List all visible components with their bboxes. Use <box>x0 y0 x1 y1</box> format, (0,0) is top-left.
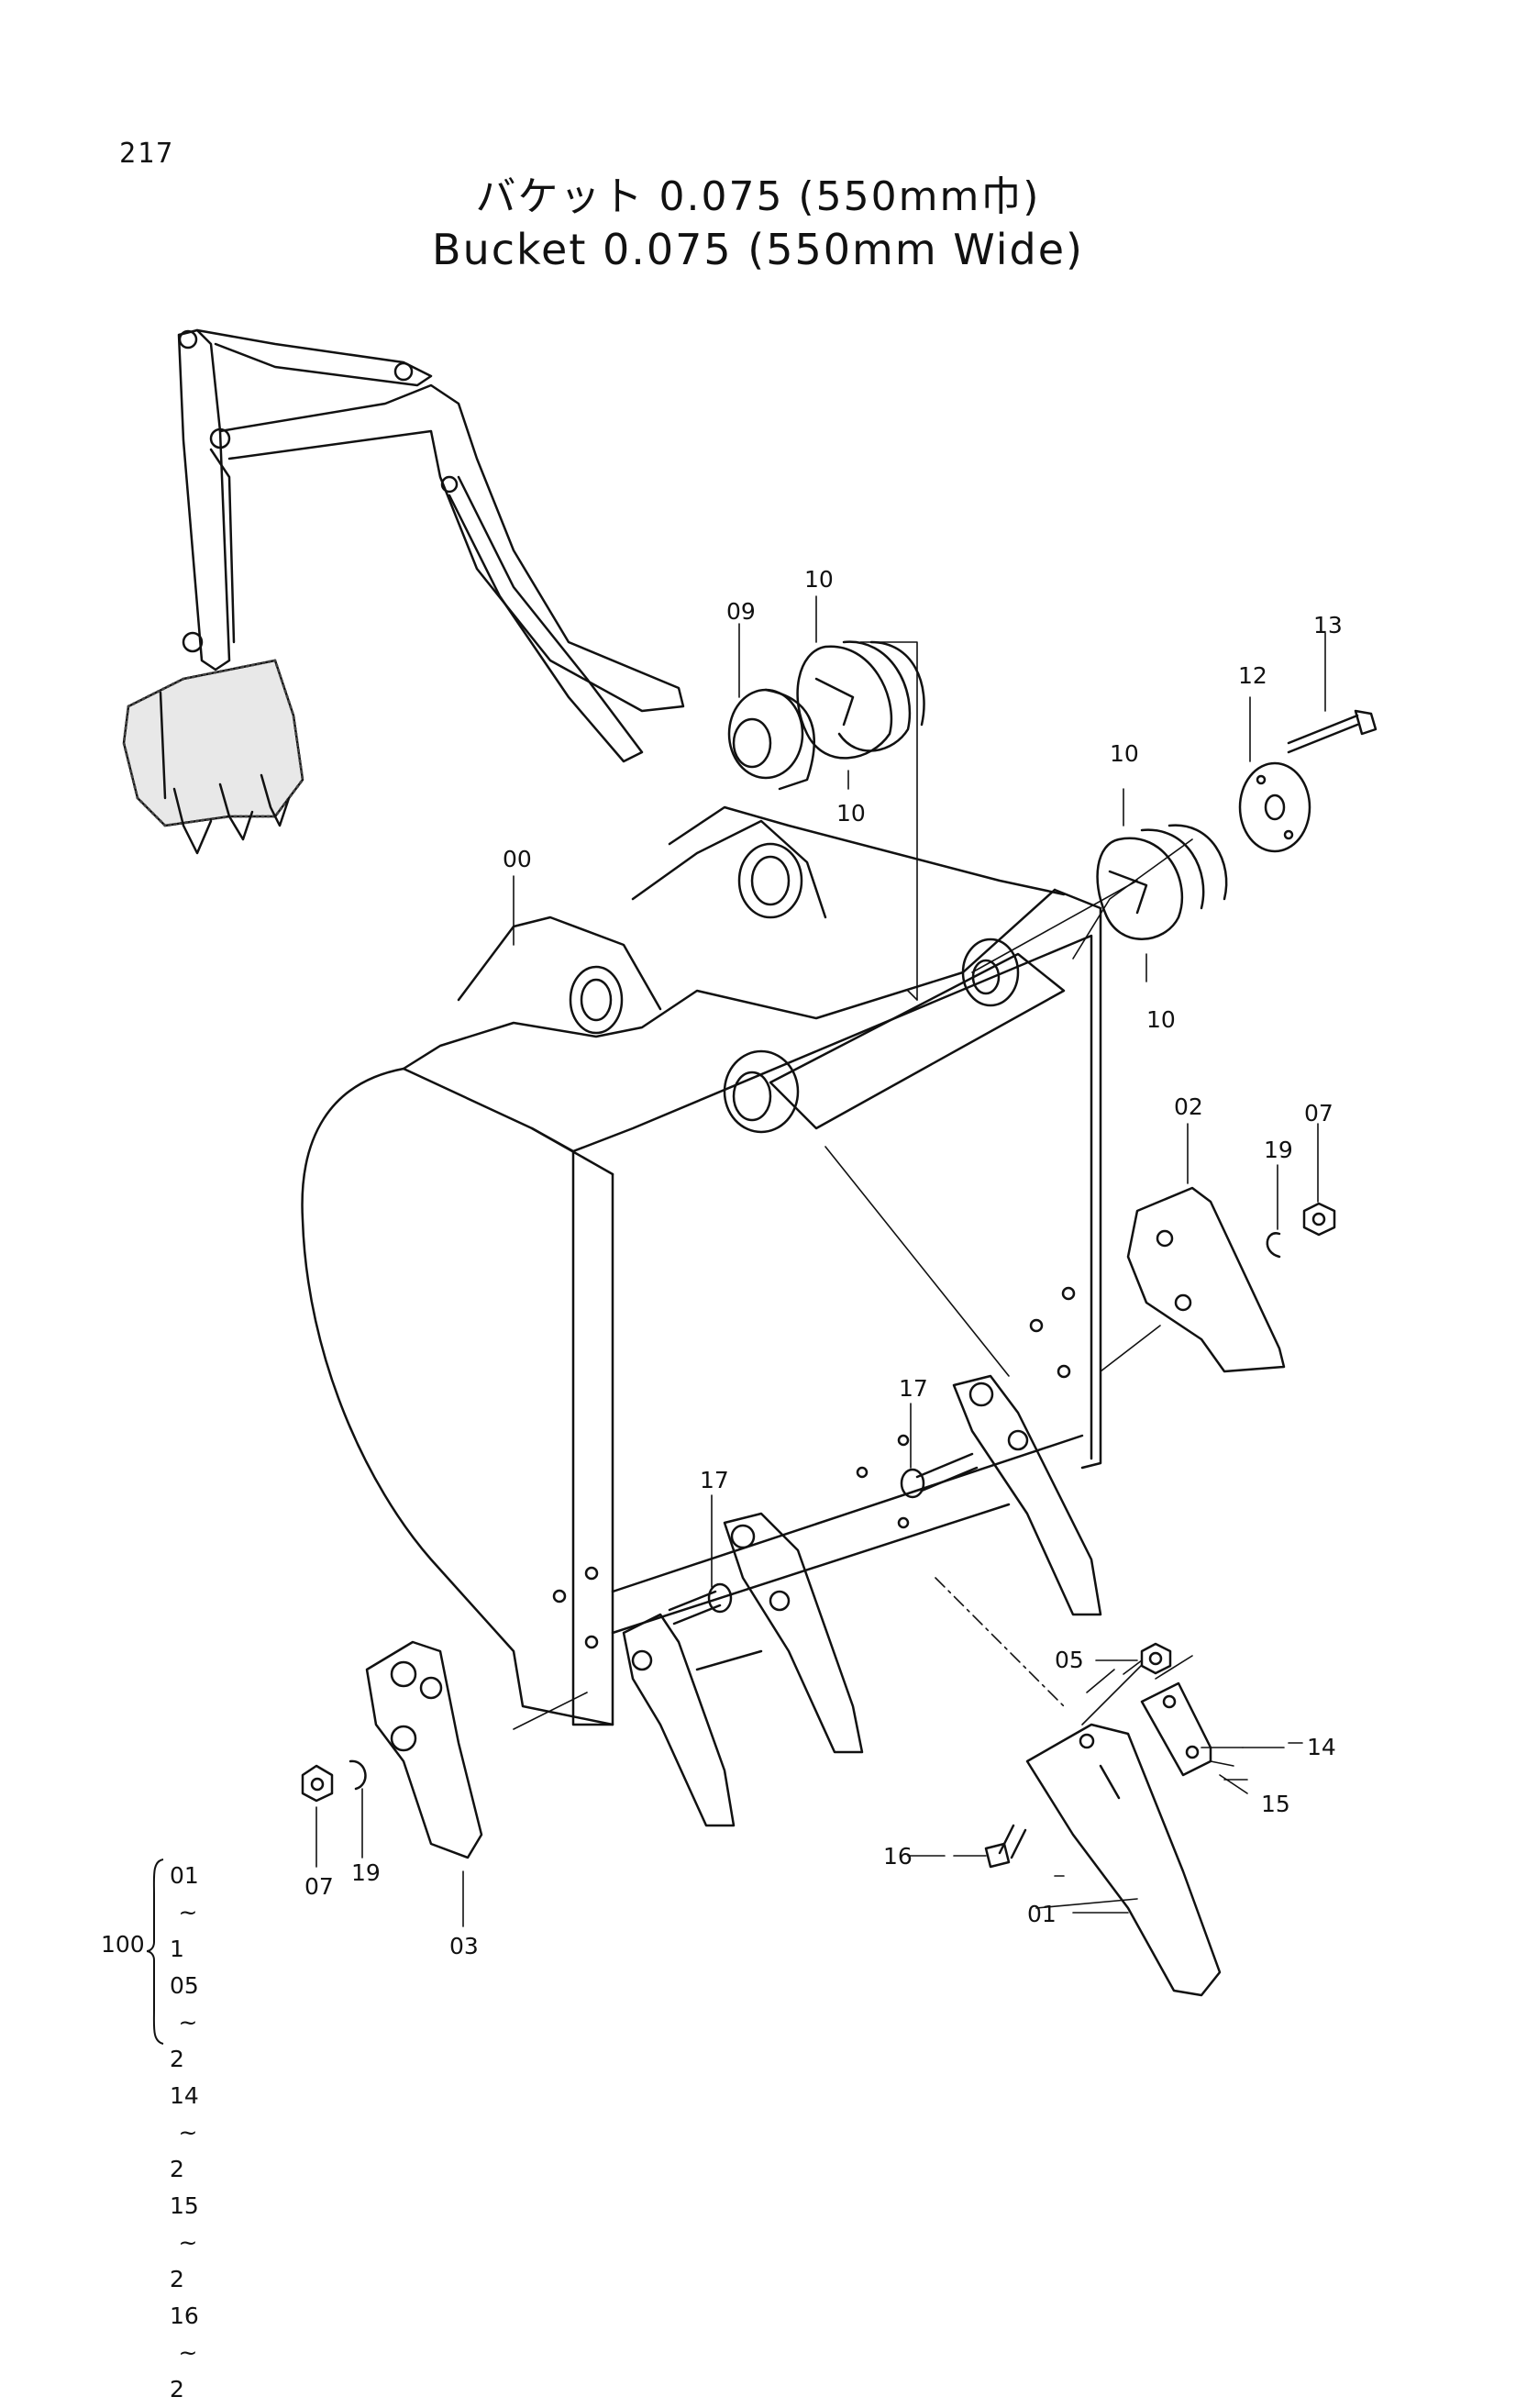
label-19-right: 19 <box>1264 1137 1293 1163</box>
washer-19-right <box>1266 1232 1281 1259</box>
pin-14 <box>1140 1681 1212 1777</box>
kit-quantity: 2 <box>170 2156 184 2182</box>
side-cutter-02 <box>1126 1186 1286 1373</box>
label-12: 12 <box>1238 662 1267 689</box>
bolt-17-right <box>900 1452 979 1499</box>
callout-lines <box>315 595 1326 1927</box>
shims-10-lower <box>1096 824 1228 940</box>
bolt-16 <box>984 1824 1027 1869</box>
kit-row: 14 ~2 <box>170 2078 206 2188</box>
washer-19-left <box>349 1759 367 1791</box>
kit-part-number: 01 <box>170 1862 199 1889</box>
tooth-01 <box>1025 1723 1222 1997</box>
page-number: 217 <box>119 138 175 170</box>
title-japanese: バケット 0.075 (550mm巾) <box>475 173 1041 220</box>
side-cutter-03 <box>365 1640 483 1859</box>
plate-12 <box>1238 761 1311 853</box>
kit-list: 01 ~1 05 ~2 14 ~2 15 ~2 16 ~2 <box>170 1858 206 2408</box>
shims-10-upper <box>796 640 925 760</box>
label-03: 03 <box>449 1933 479 1959</box>
kit-separator: ~ <box>178 2119 198 2146</box>
kit-row: 15 ~2 <box>170 2188 206 2298</box>
excavator-overview-illustration <box>122 328 685 855</box>
label-15: 15 <box>1261 1791 1290 1817</box>
label-00: 00 <box>503 846 532 872</box>
kit-part-number: 14 <box>170 2082 199 2109</box>
kit-id: 100 <box>101 1931 145 1958</box>
label-17-right: 17 <box>899 1375 928 1402</box>
exploded-parts-diagram: 00 09 10 10 10 10 12 13 02 19 07 17 17 0… <box>122 328 1378 1997</box>
label-05: 05 <box>1055 1647 1084 1673</box>
nut-07-right <box>1302 1202 1336 1237</box>
title-english: Bucket 0.075 (550mm Wide) <box>432 225 1084 274</box>
kit-row: 01 ~1 <box>170 1858 206 1968</box>
kit-quantity: 1 <box>170 1936 184 1962</box>
kit-brace <box>146 1859 164 2045</box>
label-09: 09 <box>726 598 756 625</box>
kit-part-number: 05 <box>170 1972 199 1999</box>
kit-quantity: 2 <box>170 2046 184 2072</box>
boss-09 <box>727 688 815 791</box>
kit-part-number: 15 <box>170 2192 199 2219</box>
label-14: 14 <box>1307 1734 1336 1760</box>
kit-quantity: 2 <box>170 2266 184 2292</box>
label-07-left: 07 <box>304 1873 334 1900</box>
nut-05 <box>1140 1642 1172 1675</box>
nut-07-left <box>301 1764 334 1803</box>
leader-lines <box>513 641 1303 1909</box>
kit-separator: ~ <box>178 2339 198 2366</box>
label-10-top: 10 <box>804 566 834 593</box>
label-10-right-bottom: 10 <box>1146 1006 1176 1033</box>
kit-quantity: 2 <box>170 2376 184 2402</box>
kit-separator: ~ <box>178 2009 198 2036</box>
label-17-left: 17 <box>700 1467 729 1493</box>
label-07-right: 07 <box>1304 1100 1333 1126</box>
label-10-mid: 10 <box>836 800 866 827</box>
kit-part-number: 16 <box>170 2303 199 2329</box>
label-02: 02 <box>1174 1093 1203 1120</box>
part-labels: 00 09 10 10 10 10 12 13 02 19 07 17 17 0… <box>304 566 1343 1959</box>
label-13: 13 <box>1313 612 1343 638</box>
bucket-body <box>301 805 1102 1726</box>
bolt-17-left <box>668 1582 733 1626</box>
kit-row: 16 ~2 <box>170 2298 206 2408</box>
bucket-teeth <box>622 1374 1102 1827</box>
label-16: 16 <box>883 1843 913 1870</box>
label-10-right-top: 10 <box>1110 740 1139 767</box>
bolt-13 <box>1287 709 1378 754</box>
label-01: 01 <box>1027 1901 1057 1927</box>
kit-separator: ~ <box>178 2229 198 2256</box>
kit-separator: ~ <box>178 1899 198 1925</box>
label-19-left: 19 <box>351 1859 381 1886</box>
kit-row: 05 ~2 <box>170 1968 206 2078</box>
